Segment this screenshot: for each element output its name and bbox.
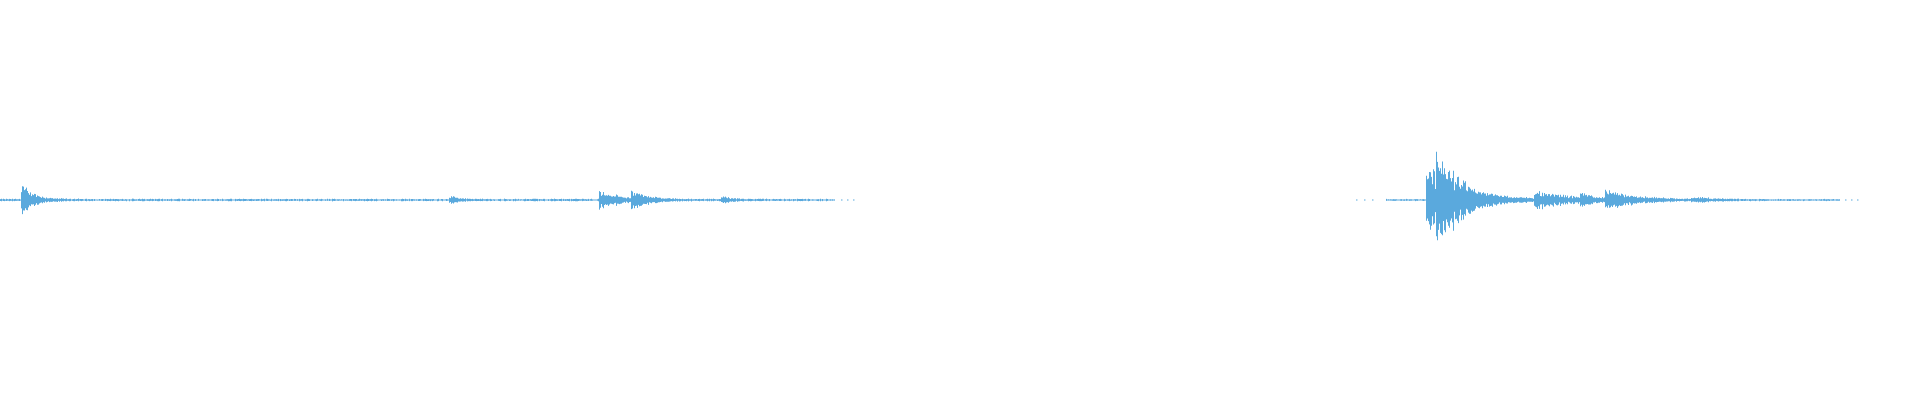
waveform-samples (0, 186, 835, 215)
waveform-samples (1386, 151, 1840, 241)
waveform-lead-dot (1356, 199, 1358, 201)
waveform-clip-1[interactable] (0, 186, 855, 215)
waveform-tail-dot (1851, 199, 1853, 201)
waveform-tail-dot (1845, 199, 1847, 201)
waveform-tail-dot (847, 199, 849, 201)
waveform-tail-dot (841, 199, 843, 201)
waveform-clips (0, 151, 1859, 241)
waveform-clip-2[interactable] (1356, 151, 1859, 241)
waveform-lead-dot (1364, 199, 1366, 201)
waveform-lead-dot (1372, 199, 1374, 201)
waveform-tail-dot (1857, 199, 1859, 201)
waveform-tail-dot (853, 199, 855, 201)
